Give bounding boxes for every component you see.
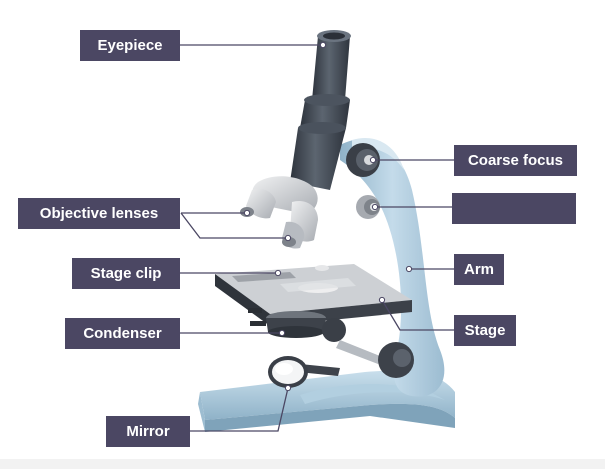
label-condenser-text: Condenser — [83, 325, 162, 342]
stage-knob — [336, 340, 414, 378]
label-arm: Arm — [454, 254, 504, 285]
label-stage: Stage — [454, 315, 516, 346]
leader-objective-lenses-lower — [180, 212, 288, 239]
label-objective-lenses: Objective lenses — [18, 198, 180, 229]
label-eyepiece-text: Eyepiece — [97, 37, 163, 54]
label-stage-clip-text: Stage clip — [90, 265, 162, 282]
label-mirror: Mirror — [106, 416, 190, 447]
label-stage-clip: Stage clip — [72, 258, 180, 289]
objective-lenses — [240, 176, 318, 249]
leader-mirror — [190, 387, 289, 432]
mirror — [268, 356, 340, 388]
label-arm-text: Arm — [463, 261, 494, 278]
label-condenser: Condenser — [65, 318, 180, 349]
label-mirror-text: Mirror — [126, 423, 170, 440]
bottom-band — [0, 459, 605, 469]
label-eyepiece: Eyepiece — [80, 30, 180, 61]
label-objective-lenses-text: Objective lenses — [39, 205, 159, 222]
label-coarse-focus-text: Coarse focus — [467, 152, 564, 169]
label-fine-focus — [452, 193, 576, 224]
label-stage-text: Stage — [464, 322, 506, 339]
eyepiece-tube — [290, 30, 351, 190]
leader-stage — [381, 299, 455, 331]
label-coarse-focus: Coarse focus — [454, 145, 577, 176]
leader-lines — [180, 44, 455, 432]
leader-dots — [243, 41, 413, 392]
